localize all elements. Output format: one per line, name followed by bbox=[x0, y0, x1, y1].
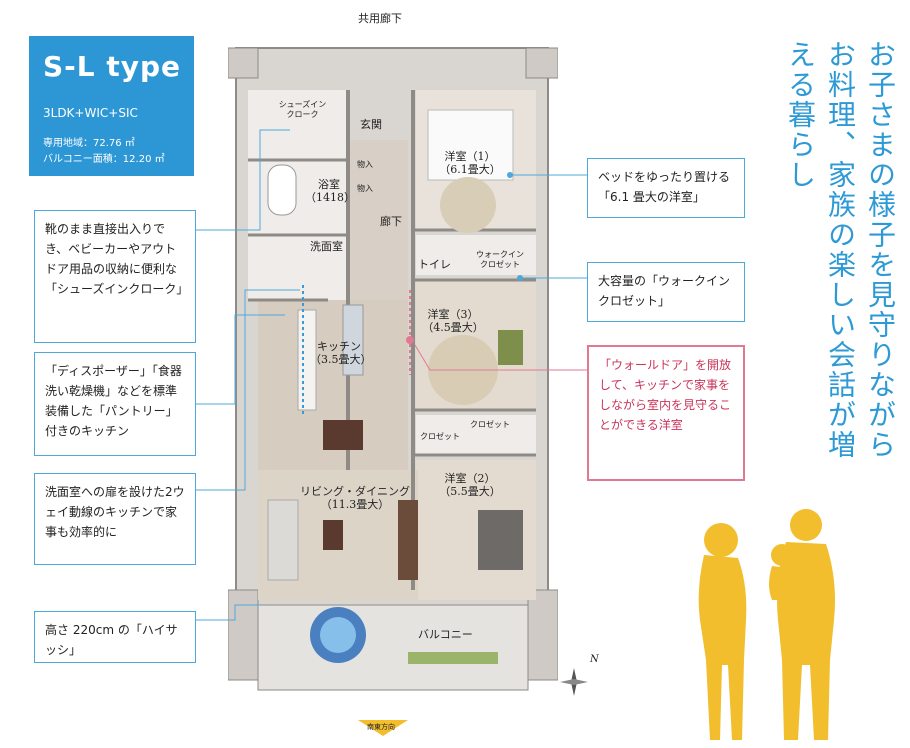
entrance-label: 玄関 bbox=[360, 118, 382, 131]
north-label: N bbox=[590, 654, 599, 665]
callout-two-way: 洗面室への扉を設けた2ウェイ動線のキッチンで家事も効率的に bbox=[34, 473, 196, 565]
living-dining-label: リビング・ダイニング （11.3畳大） bbox=[300, 485, 410, 511]
closet2-label: クロゼット bbox=[470, 420, 510, 429]
walkin-closet-label: ウォークイン クロゼット bbox=[476, 250, 524, 269]
south-direction-label: 南東方向 bbox=[367, 723, 395, 731]
western-room2-label: 洋室（2） （5.5畳大） bbox=[439, 472, 501, 498]
family-silhouette-icon bbox=[698, 509, 835, 740]
balcony-label: バルコニー bbox=[418, 628, 473, 641]
corridor-label: 共用廊下 bbox=[358, 12, 402, 25]
floor-plan bbox=[228, 47, 558, 736]
shoes-closet-label: シューズイン クローク bbox=[278, 100, 327, 119]
storage1-label: 物入 bbox=[357, 160, 373, 169]
western-room1-label: 洋室（1） （6.1畳大） bbox=[439, 150, 501, 176]
hallway-label: 廊下 bbox=[380, 215, 402, 228]
type-badge: S-L type 3LDK+WIC+SIC 専用地域：72.76 ㎡ バルコニー… bbox=[29, 36, 194, 176]
type-layout: 3LDK+WIC+SIC bbox=[43, 106, 138, 120]
callout-wall-door: 「ウォールドア」を開放して、キッチンで家事をしながら室内を見守ることができる洋室 bbox=[587, 345, 745, 481]
kitchen-label: キッチン （3.5畳大） bbox=[310, 340, 372, 366]
type-title: S-L type bbox=[43, 50, 182, 83]
western-room3-label: 洋室（3） （4.5畳大） bbox=[422, 308, 484, 334]
callout-pantry: 「ディスポーザー」「食器洗い乾燥機」などを標準装備した「パントリー」付きのキッチ… bbox=[34, 352, 196, 456]
callout-bed: ベッドをゆったり置ける「6.1 畳大の洋室」 bbox=[587, 158, 745, 218]
toilet-label: トイレ bbox=[418, 258, 451, 271]
balcony-area-text: バルコニー面積：12.20 ㎡ bbox=[43, 154, 165, 165]
closet1-label: クロゼット bbox=[420, 432, 460, 441]
callout-high-sash: 高さ 220cm の「ハイサッシ」 bbox=[34, 611, 196, 663]
area-text: 専用地域：72.76 ㎡ bbox=[43, 138, 135, 149]
bath-label: 浴室 （1418） bbox=[305, 178, 355, 204]
compass-icon bbox=[560, 668, 588, 696]
callout-wic: 大容量の「ウォークインクロゼット」 bbox=[587, 262, 745, 322]
washroom-label: 洗面室 bbox=[310, 240, 343, 253]
headline: お子さまの様子を見守りながらお料理、家族の楽しい会話が増える暮らし bbox=[784, 40, 897, 460]
storage2-label: 物入 bbox=[357, 184, 373, 193]
callout-shoes-closet: 靴のまま直接出入りでき、ベビーカーやアウトドア用品の収納に便利な「シューズインク… bbox=[34, 210, 196, 343]
